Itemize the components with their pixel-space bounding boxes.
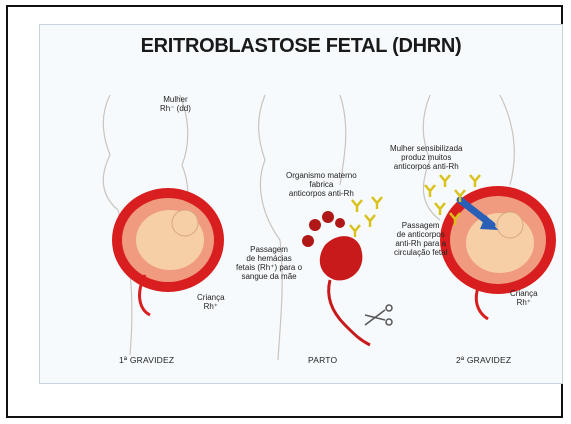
red-blood-cell: [302, 235, 314, 247]
slide-frame: ERITROBLASTOSE FETAL (DHRN): [6, 5, 563, 418]
caption-first-pregnancy: 1ª GRAVIDEZ: [119, 355, 174, 365]
caption-second-pregnancy: 2ª GRAVIDEZ: [456, 355, 511, 365]
label-organism: Organismo maternofabricaanticorpos anti-…: [286, 171, 357, 198]
red-blood-cell: [322, 211, 334, 223]
red-blood-cell: [309, 219, 321, 231]
caption-birth: PARTO: [308, 355, 337, 365]
label-woman-rh-negative: MulherRh⁻ (dd): [160, 95, 191, 113]
illustration: [40, 25, 564, 385]
placenta: [320, 236, 363, 280]
red-blood-cell: [335, 218, 345, 228]
label-passage-cells: Passagemde hemácias fetais (Rh⁺) para os…: [236, 245, 302, 281]
scissors-icon: [365, 305, 392, 325]
label-child-first: CriançaRh⁺: [197, 293, 225, 311]
label-child-second: CriançaRh⁺: [510, 289, 538, 307]
label-sensitized: Mulher sensibilizadaproduz muitosanticor…: [390, 144, 462, 171]
label-passage-antibodies: Passagemde anticorpos anti-Rh para acirc…: [394, 221, 447, 257]
figure-panel: ERITROBLASTOSE FETAL (DHRN): [39, 24, 563, 384]
antibodies-birth: [350, 197, 382, 237]
woman-2-silhouette: [259, 95, 283, 360]
